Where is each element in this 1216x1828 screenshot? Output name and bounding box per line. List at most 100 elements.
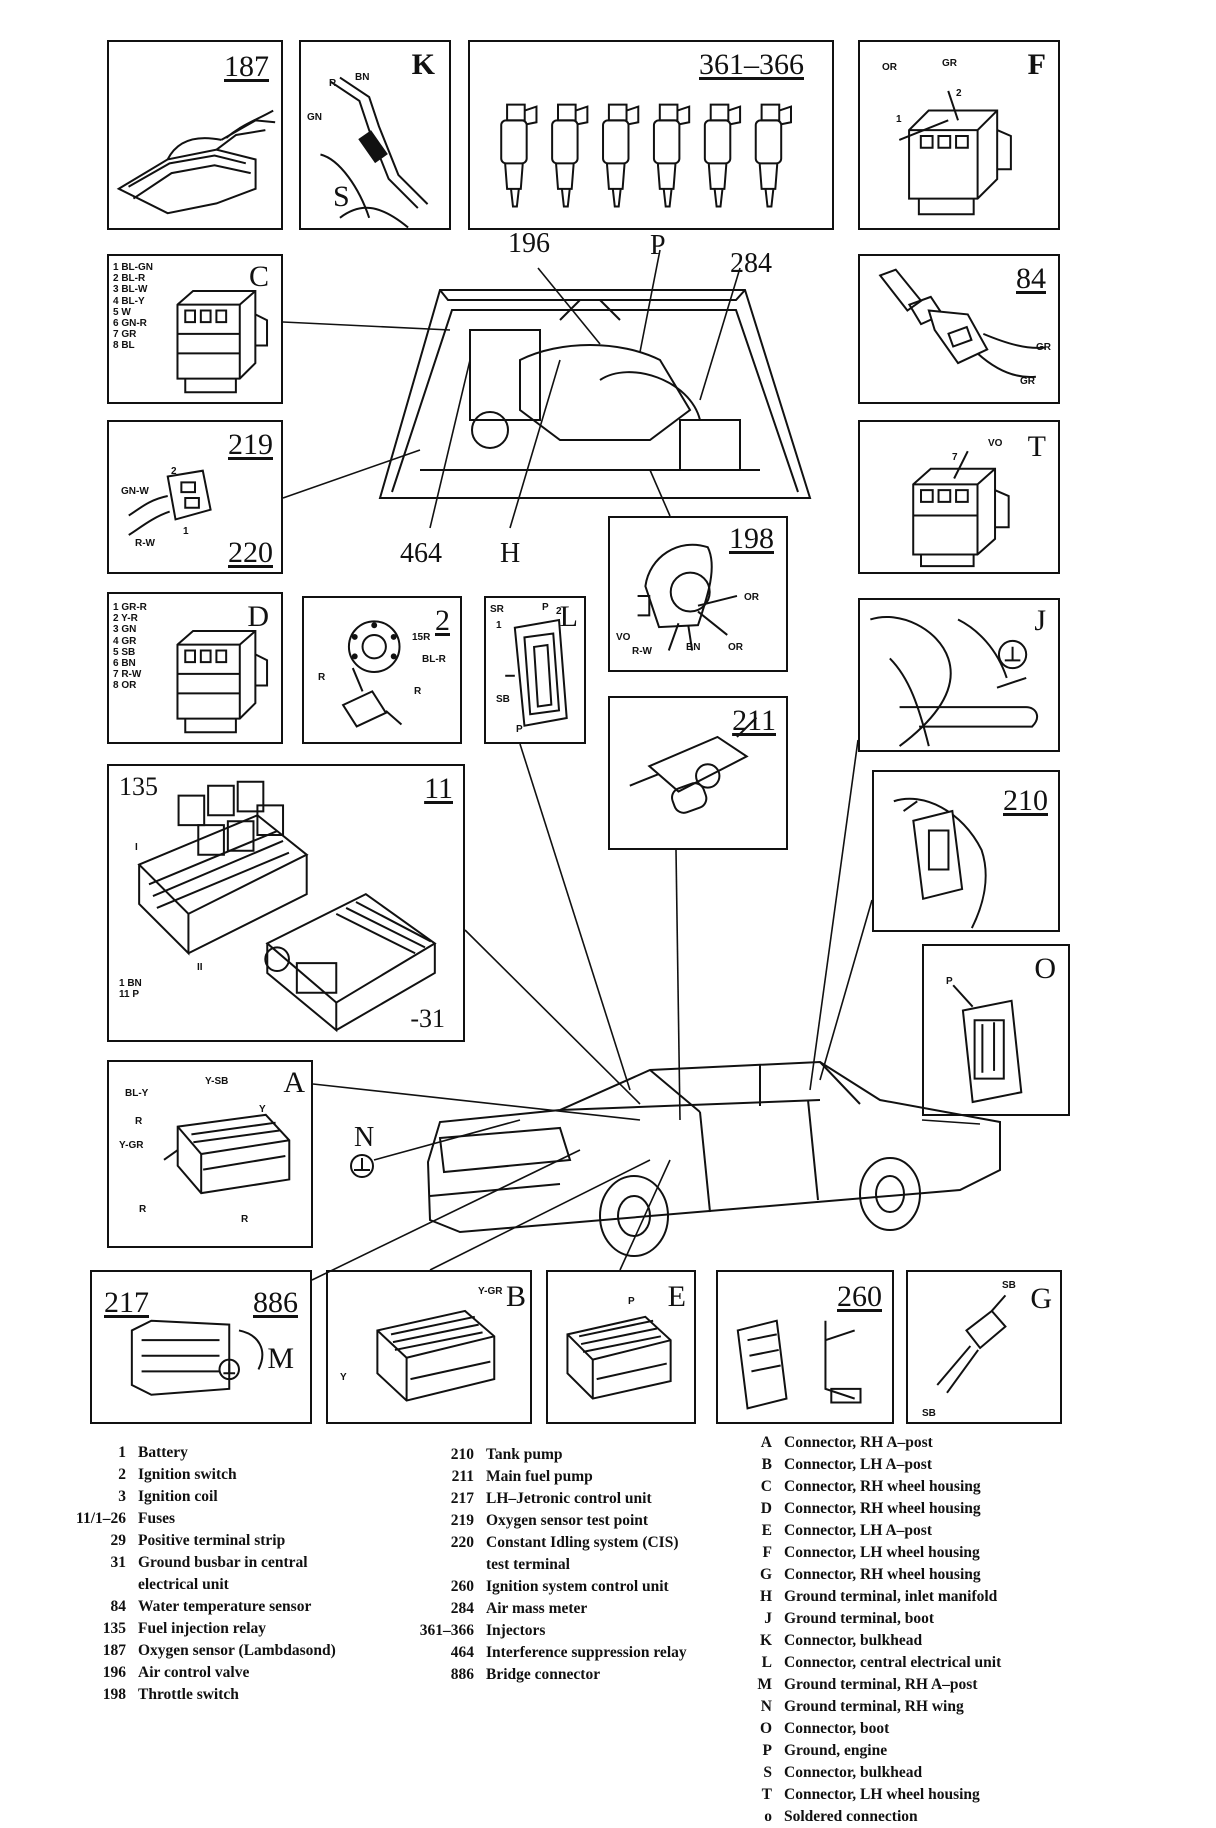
panel-211-main-fuel-pump: 211 [608,696,788,850]
legend-number: 11/1–26 [76,1510,126,1527]
legend-text: Positive terminal strip [138,1532,286,1549]
legend-text: Connector, RH wheel housing [784,1566,981,1583]
wire-label: OR [882,62,897,73]
ignition-control-unit-illustration [718,1272,892,1422]
wire-label: OR [744,592,759,603]
panel-label: 135 [119,772,158,801]
pin-label: 1 [183,526,189,537]
legend-number: M [757,1676,772,1693]
callout-h: H [500,538,521,569]
panel-84-water-temp-sensor: 84 GR GR [858,254,1060,404]
panel-label: K [411,48,435,81]
legend-number: K [759,1632,772,1649]
legend-number: 29 [110,1532,127,1549]
legend-text: Connector, bulkhead [784,1632,923,1649]
wire-label: P [542,602,549,613]
control-unit-illustration [92,1272,310,1422]
wire-label: SB [922,1408,936,1419]
legend-text: Ground terminal, boot [784,1610,934,1627]
legend-row: 886 Bridge connector [396,1664,687,1686]
legend-number: 31 [110,1554,127,1571]
legend-number: N [760,1698,772,1715]
legend-text: electrical unit [138,1576,229,1593]
callout-464: 464 [400,538,442,569]
wire-label: BN [355,72,370,83]
panel-label: C [248,260,269,293]
panel-label: B [505,1280,526,1313]
legend-text: Interference suppression relay [486,1644,687,1661]
legend-text: Ground terminal, RH A–post [784,1676,978,1693]
pin-label: 1 [496,620,502,631]
legend-text: Oxygen sensor (Lambdasond) [138,1642,336,1659]
legend-number: 1 [118,1444,126,1461]
central-electrical-unit-illustration [109,766,463,1040]
wire-label: Y [340,1372,347,1383]
legend-number [396,1554,486,1576]
legend-text: Constant Idling system (CIS) [486,1534,679,1551]
panel-217-886-control-unit: 217 886 M [90,1270,312,1424]
throttle-switch-illustration [610,518,786,670]
legend-text: Ignition switch [138,1466,237,1483]
callout-284: 284 [730,248,772,279]
legend-number: 198 [102,1686,126,1703]
legend-number: 84 [110,1598,127,1615]
callout-p: P [650,230,666,261]
wire-label: R [135,1116,143,1127]
wire-label: Y-SB [205,1076,229,1087]
legend-number: J [764,1610,772,1627]
engine-bay-illustration [378,289,812,499]
panel-c-connector: C 1 BL-GN 2 BL-R 3 BL-W 4 BL-Y 5 W 6 GN-… [107,254,283,404]
wire-label: R [241,1214,249,1225]
legend-text: Connector, bulkhead [784,1764,923,1781]
pin-label: 7 [952,452,958,463]
legend-text: Air control valve [138,1664,250,1681]
pin-label: I [135,842,138,853]
connector-f-illustration [860,42,1058,228]
legend-text: Ground busbar in central [138,1554,308,1571]
wire-label: BL-R [422,654,446,665]
wire-label: VO [616,632,631,643]
wire-label: R [318,672,326,683]
legend-row: electrical unit [30,1574,336,1596]
wire-label: OR [728,642,743,653]
connector-b-illustration [328,1272,530,1422]
legend-number: D [760,1500,772,1517]
ignition-switch-illustration [304,598,460,742]
panel-label: 210 [1003,784,1048,817]
panel-label: D [247,600,269,633]
panel-f-connector: F OR GR 1 2 [858,40,1060,230]
legend-number: 886 [450,1666,474,1683]
panel-label: F [1027,48,1046,81]
connector-d-illustration [109,594,281,742]
panel-label: L [559,600,578,633]
legend-number: O [759,1720,772,1737]
legend-text: Connector, RH wheel housing [784,1478,981,1495]
panel-label: 2 [435,604,450,637]
callout-196: 196 [508,228,550,259]
fuel-pump-illustration [610,698,786,848]
legend-text: Bridge connector [486,1666,601,1683]
wire-label: SB [496,694,510,705]
legend-number: 2 [118,1466,126,1483]
legend-number: 217 [450,1490,474,1507]
legend-number: 187 [102,1642,126,1659]
panel-label: A [283,1066,305,1099]
legend-text: Water temperature sensor [138,1598,312,1615]
